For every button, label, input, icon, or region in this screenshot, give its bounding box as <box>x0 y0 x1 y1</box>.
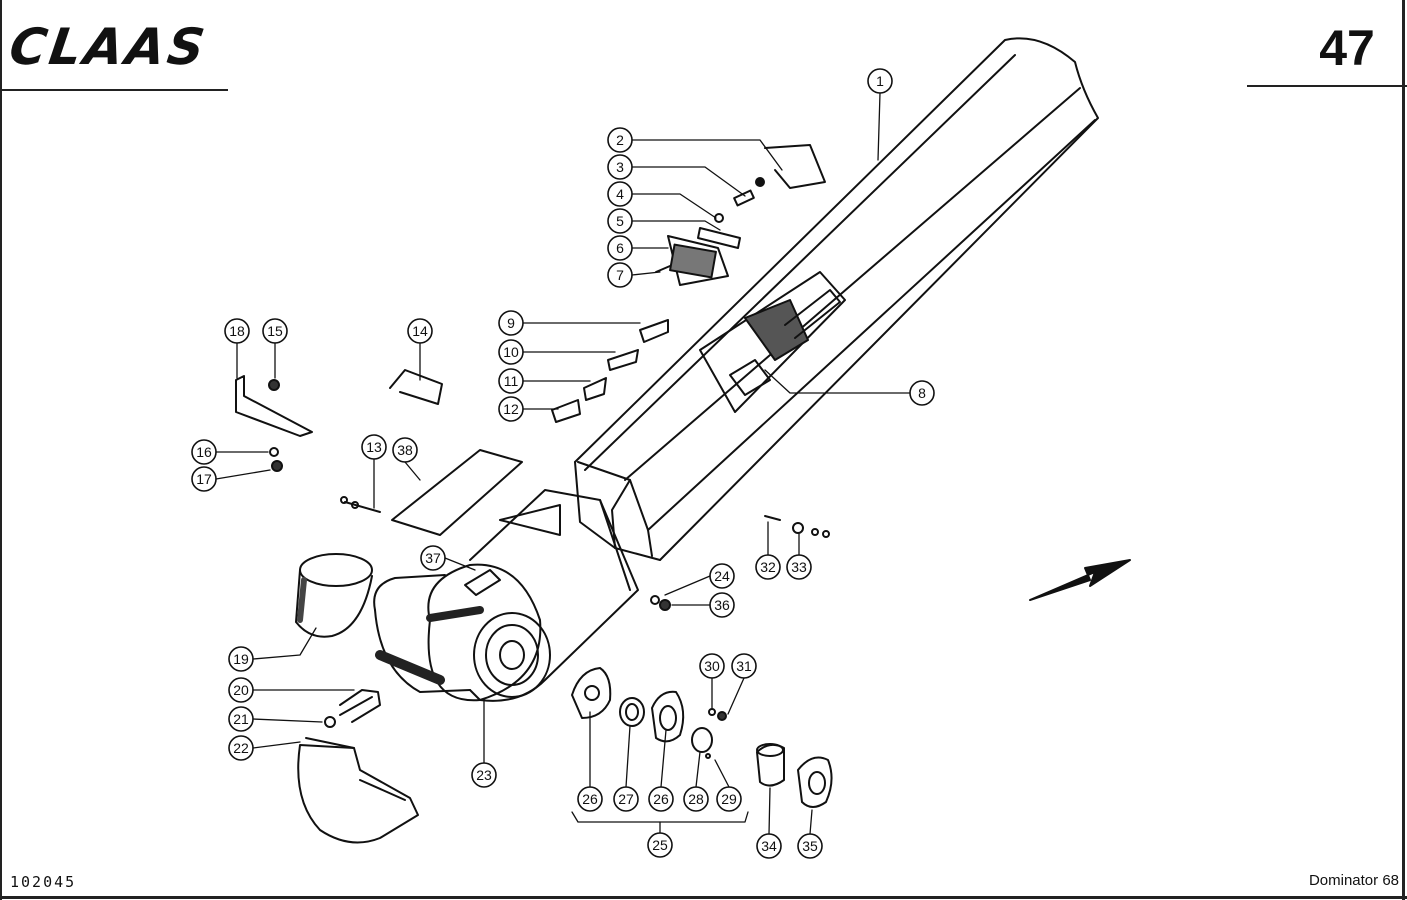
drawing-number: 102045 <box>10 873 77 891</box>
callout-circles <box>191 68 935 859</box>
callout-16: 16 <box>196 444 212 460</box>
drum <box>373 574 484 693</box>
callout-32: 32 <box>760 559 776 575</box>
callout-34: 34 <box>761 838 777 854</box>
belt-ring <box>295 553 373 638</box>
frame-right-border <box>1402 0 1405 900</box>
hardware-small-parts <box>268 144 830 728</box>
callout-7: 7 <box>616 267 624 283</box>
callout-12: 12 <box>503 401 519 417</box>
callout-27: 27 <box>618 791 634 807</box>
callout-15: 15 <box>267 323 283 339</box>
callout-1: 1 <box>876 73 884 89</box>
callout-17: 17 <box>196 471 212 487</box>
callout-29: 29 <box>721 791 737 807</box>
callout-4: 4 <box>616 186 624 202</box>
callout-38: 38 <box>397 442 413 458</box>
inspection-cover <box>699 271 846 413</box>
bracket-18 <box>235 375 313 437</box>
callout-36: 36 <box>714 597 730 613</box>
callout-10: 10 <box>503 344 519 360</box>
leader-lines <box>215 92 911 835</box>
callout-3: 3 <box>616 159 624 175</box>
bearing-assembly <box>571 667 833 808</box>
strip-38 <box>391 449 523 536</box>
callout-13: 13 <box>366 439 382 455</box>
frame-bottom-border <box>0 896 1407 899</box>
callout-6: 6 <box>616 240 624 256</box>
callout-37: 37 <box>425 550 441 566</box>
callout-8: 8 <box>918 385 926 401</box>
lower-housing <box>427 489 639 702</box>
callout-21: 21 <box>233 711 249 727</box>
frame-left-border <box>0 0 2 900</box>
header-rule-left <box>0 89 228 91</box>
header-rule-right <box>1247 85 1407 87</box>
callout-22: 22 <box>233 740 249 756</box>
callout-14: 14 <box>412 323 428 339</box>
callout-31: 31 <box>736 658 752 674</box>
callout-23: 23 <box>476 767 492 783</box>
callout-26a: 26 <box>582 791 598 807</box>
u-bolt <box>339 689 381 723</box>
direction-arrow-icon <box>1029 559 1131 601</box>
callout-2: 2 <box>616 132 624 148</box>
angle-bracket-14 <box>389 369 443 405</box>
model-name: Dominator 68 <box>1308 872 1399 889</box>
callout-33: 33 <box>791 559 807 575</box>
guard-plate <box>297 737 419 844</box>
callout-5: 5 <box>616 213 624 229</box>
callout-35: 35 <box>802 838 818 854</box>
callout-28: 28 <box>688 791 704 807</box>
callout-25: 25 <box>652 837 668 853</box>
callout-24: 24 <box>714 568 730 584</box>
callout-26b: 26 <box>653 791 669 807</box>
elevator-tube <box>574 37 1099 561</box>
callout-20: 20 <box>233 682 249 698</box>
callout-30: 30 <box>704 658 720 674</box>
callout-labels: 1 2 3 4 5 6 7 8 9 10 11 12 13 14 15 16 1… <box>196 73 926 854</box>
callout-18: 18 <box>229 323 245 339</box>
callout-9: 9 <box>507 315 515 331</box>
callout-11: 11 <box>504 373 519 389</box>
callout-19: 19 <box>233 651 249 667</box>
page-number: 47 <box>1319 20 1375 76</box>
